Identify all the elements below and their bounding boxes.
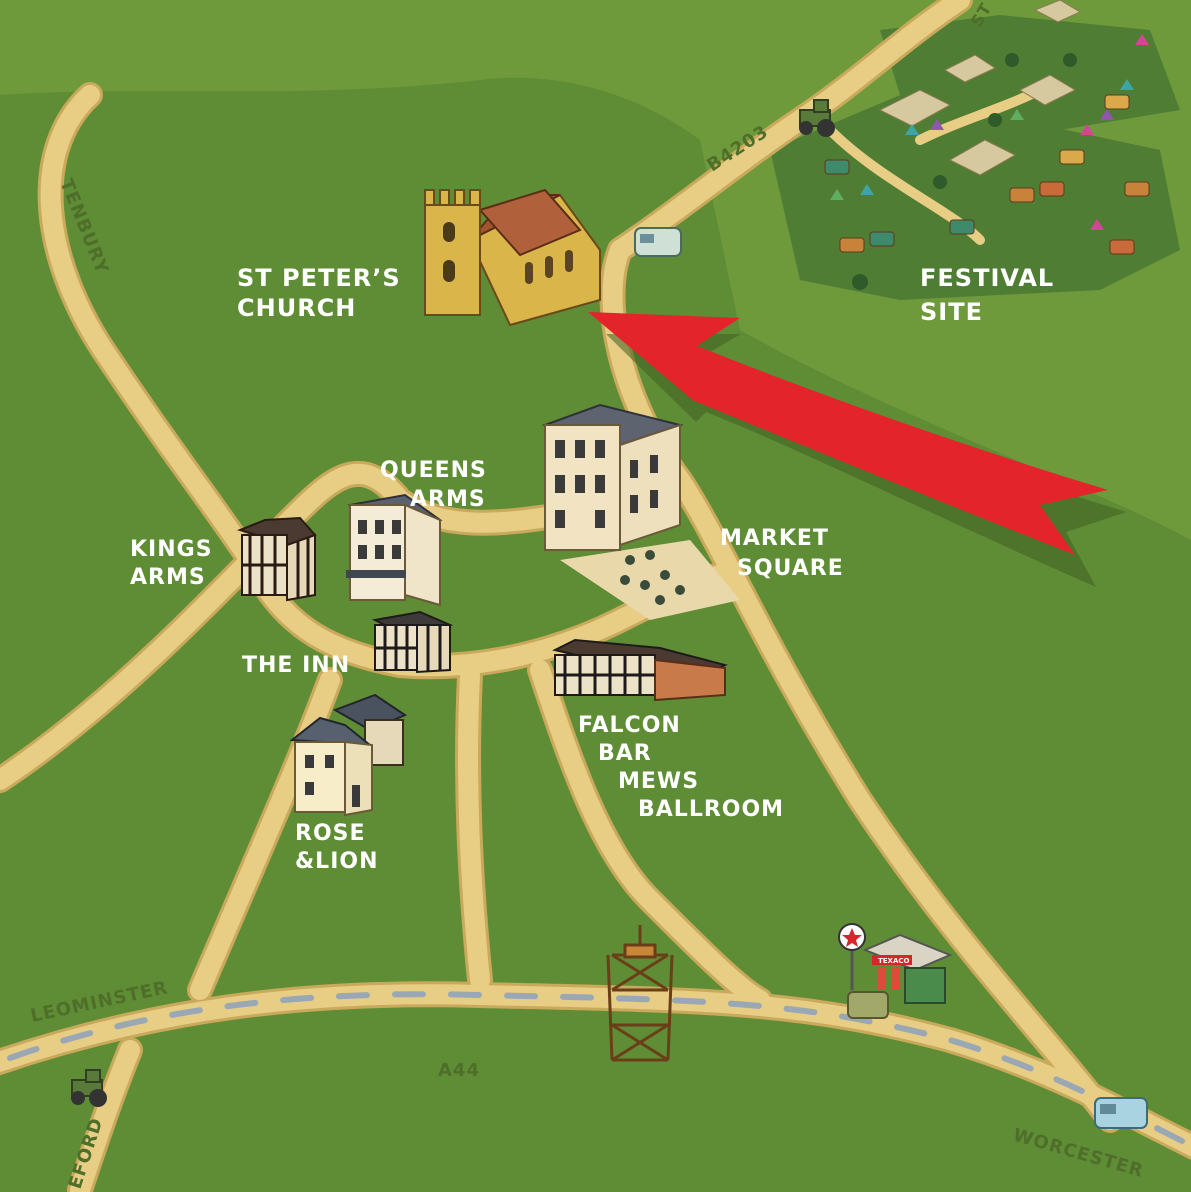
the-inn-label: THE INN: [242, 653, 350, 678]
pump-tower-icon: [606, 925, 674, 1062]
tractor-icon: [71, 99, 835, 1107]
rose-lion-label-line1: ROSE: [295, 821, 366, 846]
falcon-label: FALCON: [578, 713, 681, 738]
market-square-label-line1: MARKET: [720, 526, 829, 551]
church-label-line2: CHURCH: [237, 294, 356, 322]
festival-label-line2: SITE: [920, 298, 983, 326]
queens-arms-label-line2: ARMS: [410, 487, 486, 512]
market-square-building-icon: [541, 403, 740, 620]
camper-van-icon: [634, 227, 1148, 1129]
queens-arms-building-icon: [346, 493, 443, 607]
direction-arrow: [588, 312, 1126, 587]
kings-arms-label-line1: KINGS: [130, 537, 213, 562]
mews-label: MEWS: [618, 769, 699, 794]
falcon-building-icon: [552, 638, 728, 702]
market-square-label-line2: SQUARE: [737, 556, 844, 581]
church-icon: [424, 188, 601, 327]
kings-arms-building-icon: [236, 516, 317, 602]
a44-label: A44: [438, 1060, 480, 1081]
rose-lion-building-icon: [289, 693, 408, 817]
church-label-line1: ST PETER’S: [237, 264, 401, 292]
festival-field: [770, 95, 1180, 300]
queens-arms-label-line1: QUEENS: [380, 458, 487, 483]
rose-lion-label-line2: &LION: [295, 849, 379, 874]
the-inn-building-icon: [371, 610, 454, 674]
ballroom-label: BALLROOM: [638, 797, 784, 822]
place-labels: ST PETER’S CHURCH FESTIVAL SITE QUEENS A…: [130, 264, 1054, 874]
festival-label-line1: FESTIVAL: [920, 264, 1054, 292]
bar-label: BAR: [598, 741, 652, 766]
texaco-sign: TEXACO: [878, 957, 910, 965]
kings-arms-label-line2: ARMS: [130, 565, 206, 590]
texaco-station-icon: TEXACO: [838, 923, 953, 1004]
festival-tents-icon: [824, 0, 1150, 290]
